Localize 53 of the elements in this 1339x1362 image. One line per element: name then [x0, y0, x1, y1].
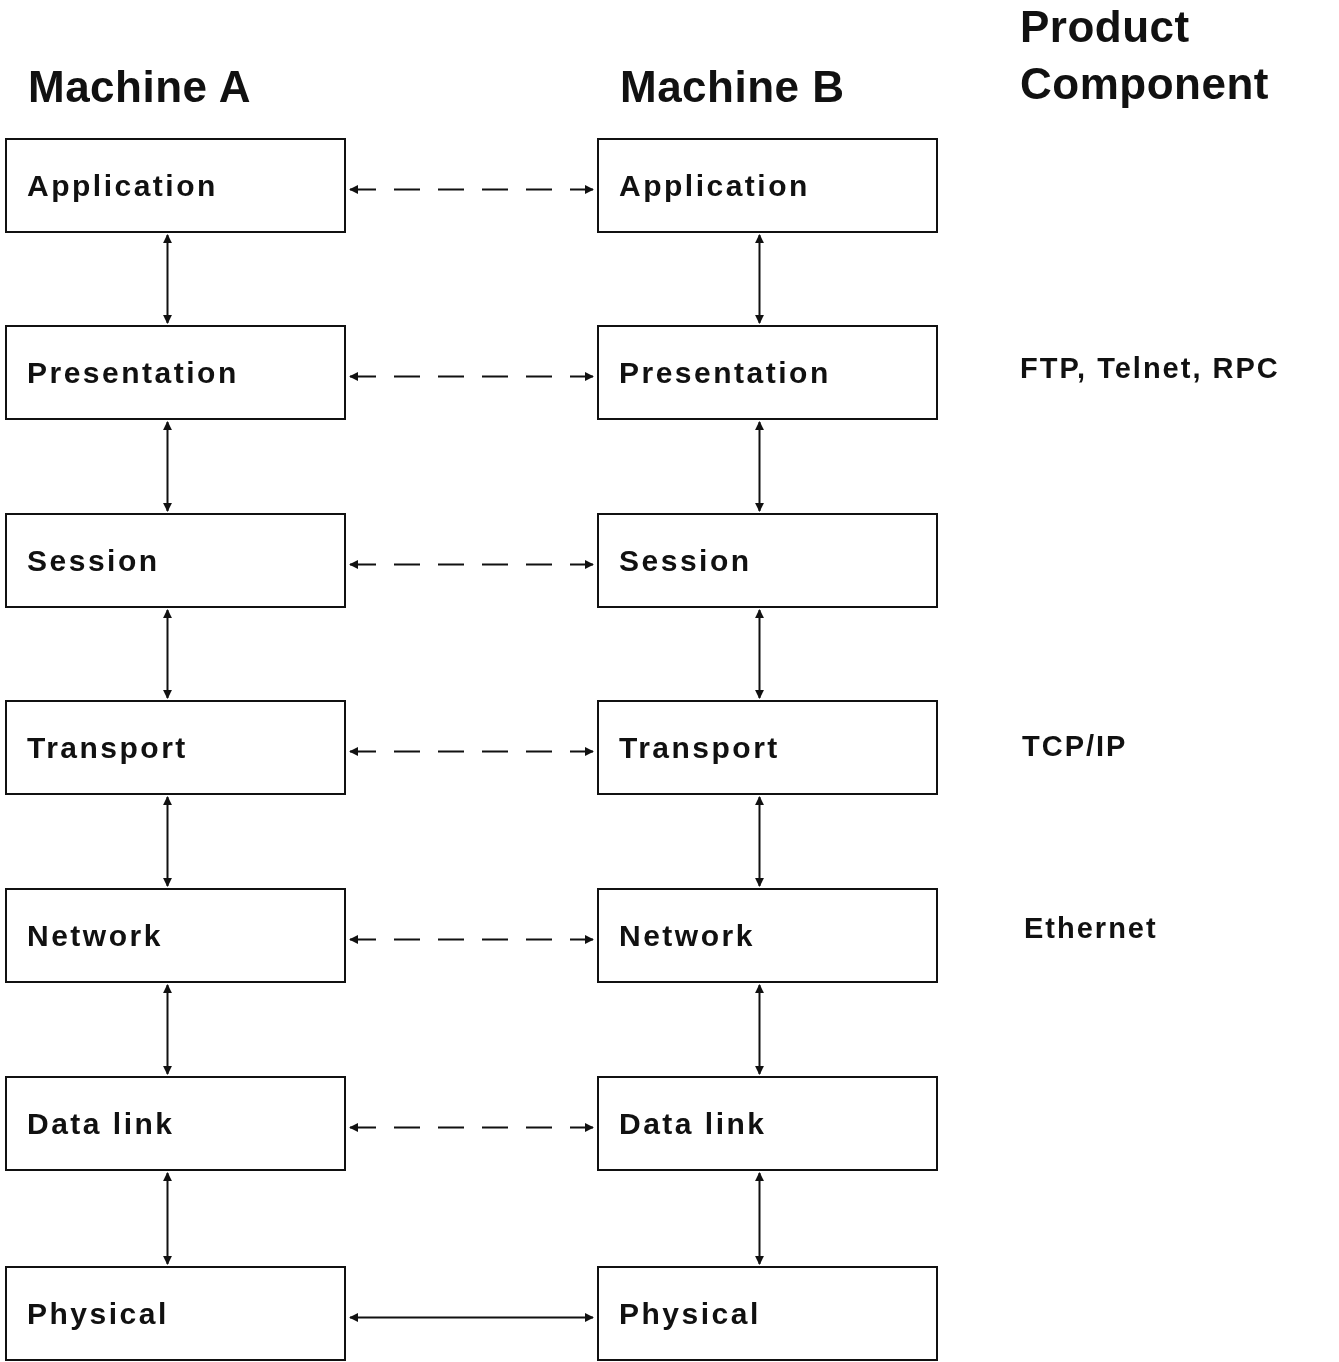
- double-arrow: [163, 609, 172, 699]
- dashed-double-arrow: [349, 185, 594, 194]
- double-arrow: [163, 796, 172, 887]
- layer-name: Network: [27, 918, 163, 953]
- layer-box: [597, 700, 938, 795]
- dashed-double-arrow: [349, 560, 594, 569]
- layer-name: Transport: [27, 730, 188, 765]
- protocol-label: TCP/IP: [1022, 729, 1128, 764]
- layer-box: [5, 700, 346, 795]
- double-arrow: [163, 421, 172, 512]
- double-arrow: [163, 984, 172, 1075]
- layer-name: Presentation: [27, 355, 239, 390]
- layer-box: [597, 888, 938, 983]
- double-arrow: [755, 984, 764, 1075]
- layer-name: Session: [619, 543, 752, 578]
- double-arrow: [163, 1172, 172, 1265]
- layer-name: Data link: [27, 1106, 175, 1141]
- layer-box: [597, 1076, 938, 1171]
- layer-name: Application: [619, 168, 810, 203]
- column-heading: Machine A: [28, 61, 251, 113]
- double-arrow: [755, 796, 764, 887]
- column-heading: Machine B: [620, 61, 845, 113]
- protocol-label: Ethernet: [1024, 911, 1158, 946]
- double-arrow: [163, 234, 172, 324]
- layer-box: [5, 1076, 346, 1171]
- layer-box: [5, 1266, 346, 1361]
- layer-name: Network: [619, 918, 755, 953]
- double-arrow: [755, 234, 764, 324]
- layer-box: [597, 138, 938, 233]
- layer-box: [5, 325, 346, 420]
- layer-name: Session: [27, 543, 160, 578]
- layer-name: Physical: [619, 1296, 761, 1331]
- dashed-double-arrow: [349, 1123, 594, 1132]
- double-arrow: [755, 609, 764, 699]
- dashed-double-arrow: [349, 747, 594, 756]
- layer-box: [5, 513, 346, 608]
- double-arrow: [755, 1172, 764, 1265]
- protocol-label: FTP, Telnet, RPC: [1020, 351, 1280, 386]
- dashed-double-arrow: [349, 372, 594, 381]
- layer-name: Application: [27, 168, 218, 203]
- dashed-double-arrow: [349, 935, 594, 944]
- double-arrow: [349, 1313, 594, 1322]
- double-arrow: [755, 421, 764, 512]
- layer-box: [5, 138, 346, 233]
- layer-box: [597, 1266, 938, 1361]
- column-heading: Product Component: [1020, 1, 1270, 111]
- layer-name: Transport: [619, 730, 780, 765]
- layer-name: Physical: [27, 1296, 169, 1331]
- layer-box: [5, 888, 346, 983]
- layer-name: Presentation: [619, 355, 831, 390]
- layer-box: [597, 513, 938, 608]
- layer-name: Data link: [619, 1106, 767, 1141]
- layer-box: [597, 325, 938, 420]
